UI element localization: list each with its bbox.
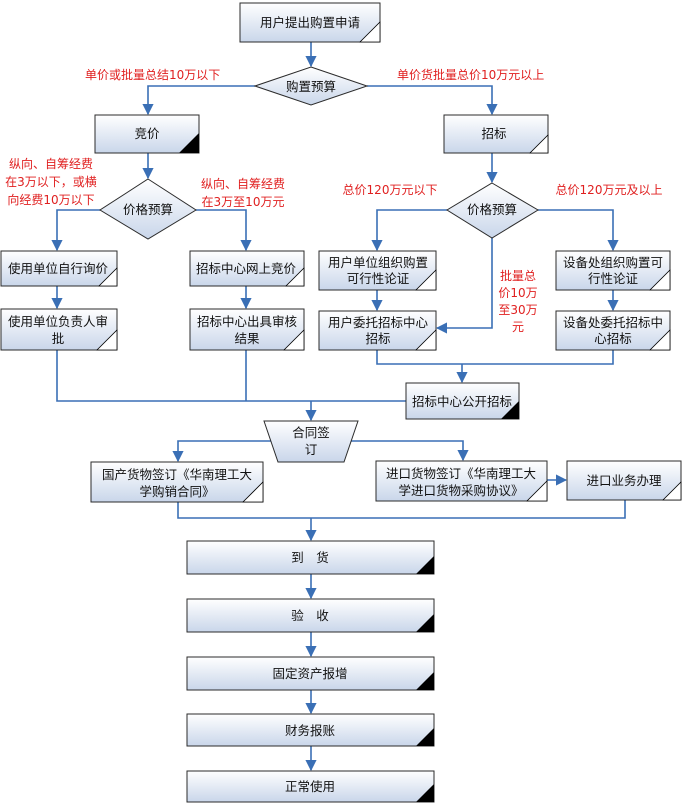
tender-box: 招标 [443,114,549,154]
acceptance-box: 验 收 [186,598,435,633]
equip-entrust-box: 设备处委托招标中 心招标 [555,310,671,351]
reimburse-box: 财务报账 [186,713,435,747]
equip-feasibility-line2: 行性论证 [588,271,639,286]
domestic-contract-box: 国产货物签订《华南理工大 学购销合同》 [90,461,264,503]
budget-label: 购置预算 [286,79,336,94]
start-label: 用户提出购置申请 [260,15,360,30]
import-business-box: 进口业务办理 [566,460,682,501]
equip-entrust-line1: 设备处委托招标中 [563,315,663,330]
user-entrust-line1: 用户委托招标中心 [328,315,429,330]
connector-entrust-join [376,350,614,365]
domestic-line2: 学购销合同》 [139,484,214,499]
center-review-line1: 招标中心出具审核 [197,314,298,329]
user-feasibility-box: 用户单位组织购置 可行性论证 [318,250,437,291]
normal-use-label: 正常使用 [285,779,335,794]
user-feasibility-line2: 可行性论证 [347,271,410,286]
price-budget-right-label: 价格预算 [467,202,517,217]
cond-3w-10w-line1: 纵向、自筹经费 [201,176,285,191]
contract-trapezoid: 合同签 订 [263,420,359,463]
equip-feasibility-line1: 设备处组织购置可 [563,255,663,270]
user-feasibility-line1: 用户单位组织购置 [328,255,428,270]
bidding-label: 竞价 [134,126,160,141]
tender-label: 招标 [481,126,506,141]
connector-price-equipfeas [538,209,619,252]
head-approval-line1: 使用单位负责人审 [8,314,108,329]
cond-under-120w: 总价120万元以下 [343,183,438,197]
bidding-box: 竞价 [94,114,200,154]
cond-batch-line2: 价10万 [498,286,537,300]
acceptance-label: 验 收 [291,608,329,623]
imported-line2: 学进口货物采购协议》 [398,483,523,498]
user-entrust-box: 用户委托招标中心 招标 [318,310,437,351]
connector-bottom-merge [177,500,626,519]
online-bidding-label: 招标中心网上竞价 [196,261,297,276]
head-approval-box: 使用单位负责人审 批 [0,308,118,351]
asset-register-box: 固定资产报增 [186,656,435,691]
cond-under-10w: 单价或批量总结10万以下 [85,67,220,82]
connector-left-merge [56,350,406,402]
center-review-line2: 结果 [234,331,260,346]
connector-price-userentrust [435,238,493,334]
connector-budget-bidding [142,85,255,116]
cond-batch-line4: 元 [512,320,524,334]
connector-price-online [196,209,252,252]
connector-price-userfeas [371,209,447,252]
self-inquiry-box: 使用单位自行询价 [0,250,118,287]
public-tender-label: 招标中心公开招标 [412,394,512,409]
online-bidding-box: 招标中心网上竞价 [189,250,305,287]
import-business-label: 进口业务办理 [586,473,662,488]
imported-contract-box: 进口货物签订《华南理工大 学进口货物采购协议》 [375,460,548,502]
equip-feasibility-box: 设备处组织购置可 行性论证 [555,250,671,291]
asset-register-label: 固定资产报增 [272,666,347,681]
start-box: 用户提出购置申请 [239,2,381,43]
head-approval-line2: 批 [52,331,65,346]
arrival-label: 到 货 [291,550,329,565]
self-inquiry-label: 使用单位自行询价 [8,261,109,276]
cond-under-3w-line1: 纵向、自筹经费 [9,156,93,171]
equip-entrust-line2: 心招标 [594,331,632,346]
connector-price-selfinquiry [51,209,100,252]
price-budget-left-diamond: 价格预算 [99,178,197,240]
cond-under-3w-line3: 向经费10万以下 [7,192,94,207]
arrival-box: 到 货 [186,540,435,575]
price-budget-left-label: 价格预算 [123,202,173,217]
reimburse-label: 财务报账 [285,723,336,738]
cond-batch-line1: 批量总 [500,268,536,283]
contract-line1: 合同签 [292,425,330,440]
user-entrust-line2: 招标 [365,331,390,346]
connector-budget-tender [367,85,498,116]
cond-3w-10w-line2: 在3万至10万元 [202,195,285,209]
cond-under-3w-line2: 在3万以下，或横 [5,175,97,189]
imported-line1: 进口货物签订《华南理工大 [386,466,536,481]
connector-contract-imported [311,440,469,462]
domestic-line1: 国产货物签订《华南理工大 [102,467,252,482]
center-review-box: 招标中心出具审核 结果 [189,308,305,351]
cond-over-10w: 单价货批量总价10万元以上 [397,67,544,82]
cond-batch-line3: 至30万 [498,303,537,317]
cond-over-120w: 总价120万元及以上 [556,183,663,197]
budget-diamond: 购置预算 [253,66,369,106]
price-budget-right-diamond: 价格预算 [446,182,539,239]
connectors [51,42,626,772]
contract-line2: 订 [305,442,318,457]
public-tender-box: 招标中心公开招标 [405,382,520,420]
normal-use-box: 正常使用 [186,770,435,803]
connector-contract-domestic [172,440,311,463]
condition-labels: 单价或批量总结10万以下 单价货批量总价10万元以上 纵向、自筹经费 在3万以下… [5,67,662,334]
